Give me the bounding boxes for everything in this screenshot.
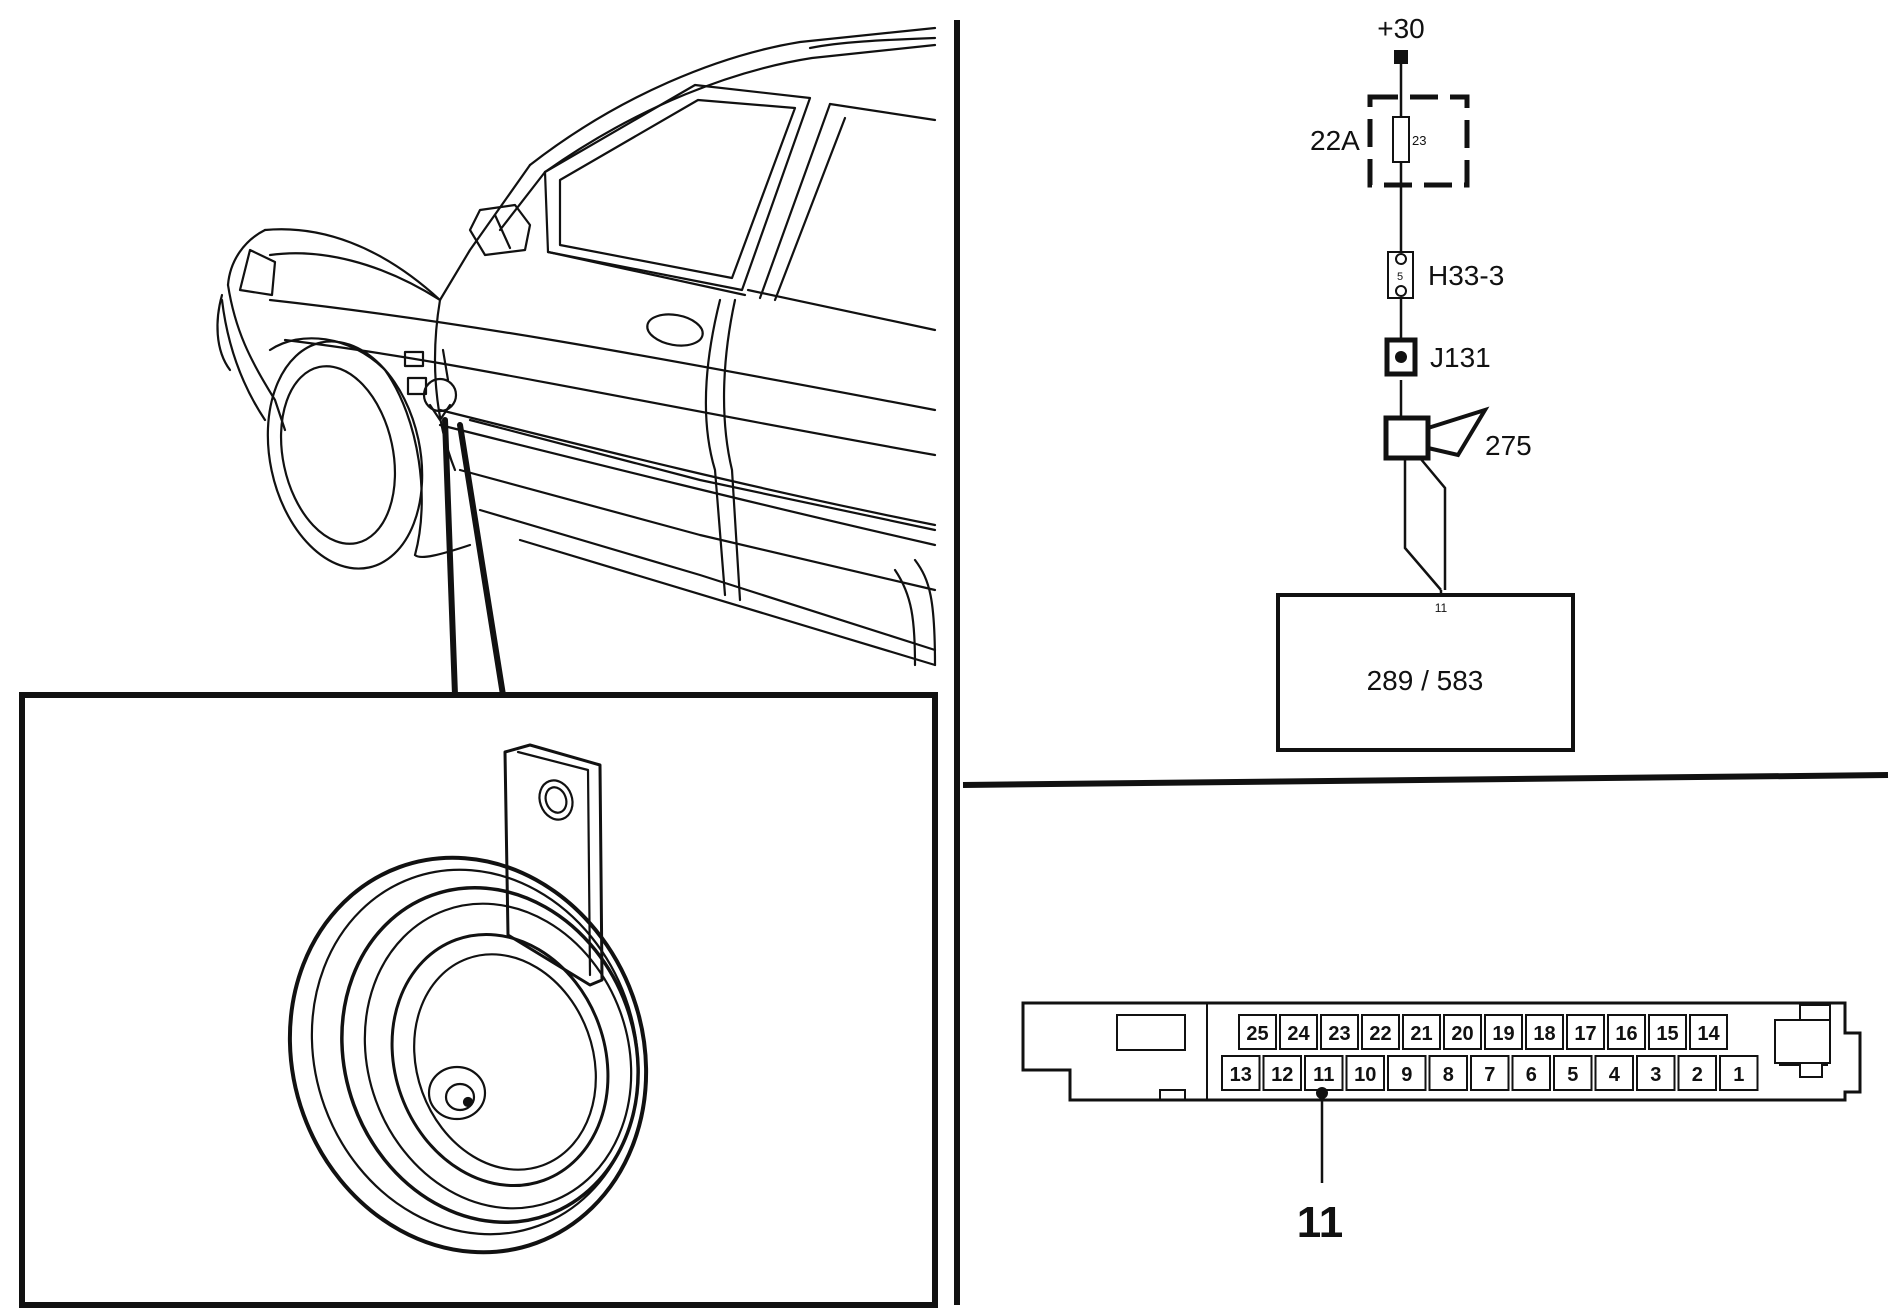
horn-label: 275 — [1485, 430, 1532, 461]
connector-label: H33-3 — [1428, 260, 1504, 291]
module-pin-label: 11 — [1435, 601, 1448, 615]
pin-cell-12: 12 — [1262, 1055, 1302, 1091]
pin-cell-5: 5 — [1553, 1055, 1593, 1091]
module-label: 289 / 583 — [1367, 665, 1484, 696]
pin-label: 4 — [1609, 1064, 1621, 1086]
pin-label: 15 — [1656, 1023, 1678, 1045]
pin-label: 19 — [1492, 1023, 1514, 1045]
fuse-symbol — [1392, 116, 1410, 163]
pin-label: 16 — [1615, 1023, 1637, 1045]
pin-cell-20: 20 — [1443, 1014, 1482, 1050]
pin-label: 24 — [1287, 1023, 1310, 1045]
supply-label: +30 — [1377, 13, 1425, 44]
fuse-number: 23 — [1412, 133, 1426, 148]
pin-cell-16: 16 — [1607, 1014, 1646, 1050]
pin-cell-21: 21 — [1402, 1014, 1441, 1050]
pin-cell-13: 13 — [1221, 1055, 1261, 1091]
pin-label: 10 — [1354, 1064, 1376, 1086]
wiring-schematic: +30 23 22A 5 H33-3 J131 275 11 289 / 583 — [1276, 13, 1575, 752]
pin-cell-24: 24 — [1279, 1014, 1318, 1050]
pin-label: 7 — [1484, 1064, 1495, 1086]
pin-label: 18 — [1533, 1023, 1555, 1045]
pin-callout-label: 11 — [1297, 1198, 1344, 1247]
pin-cell-15: 15 — [1648, 1014, 1687, 1050]
pin-label: 11 — [1313, 1064, 1334, 1086]
pin-label: 25 — [1246, 1023, 1268, 1045]
horn-detail-frame — [19, 692, 938, 1308]
pin-cell-22: 22 — [1361, 1014, 1400, 1050]
pin-cell-14: 14 — [1689, 1014, 1728, 1050]
pin-cell-11: 11 — [1304, 1055, 1344, 1091]
pin-cell-1: 1 — [1719, 1055, 1759, 1091]
pin-cell-23: 23 — [1320, 1014, 1359, 1050]
pin-cell-9: 9 — [1387, 1055, 1427, 1091]
pin-cell-17: 17 — [1566, 1014, 1605, 1050]
pin-cell-7: 7 — [1470, 1055, 1510, 1091]
panel-dividers — [954, 20, 1889, 1305]
pin-cell-19: 19 — [1484, 1014, 1523, 1050]
pin-cell-2: 2 — [1677, 1055, 1717, 1091]
pin-cell-25: 25 — [1238, 1014, 1277, 1050]
car-illustration — [216, 26, 937, 667]
pin-label: 2 — [1692, 1064, 1703, 1086]
pin-label: 6 — [1526, 1064, 1537, 1086]
fuse-box-label: 22A — [1310, 125, 1360, 156]
pin-cell-3: 3 — [1636, 1055, 1676, 1091]
connector-top-row: 25 24 23 22 21 20 19 18 17 16 15 14 — [1238, 1014, 1728, 1050]
pin-label: 12 — [1271, 1064, 1293, 1086]
connector-bottom-row: 13 12 11 10 9 8 7 6 5 4 3 2 1 — [1221, 1055, 1759, 1091]
pin-label: 22 — [1369, 1023, 1391, 1045]
horn-symbol — [1383, 415, 1431, 461]
pin-label: 13 — [1230, 1064, 1252, 1086]
pin-label: 3 — [1650, 1064, 1661, 1086]
pin-label: 20 — [1451, 1023, 1473, 1045]
pin-label: 5 — [1567, 1064, 1578, 1086]
module-box — [1276, 593, 1575, 752]
pin-label: 1 — [1733, 1064, 1744, 1086]
pin-label: 14 — [1697, 1023, 1720, 1045]
fuse-box — [1367, 94, 1470, 188]
pin-label: 9 — [1401, 1064, 1412, 1086]
horn-illustration — [287, 743, 649, 1255]
connector-pin: 5 — [1397, 271, 1403, 283]
zoom-callout — [442, 417, 506, 698]
pin-label: 17 — [1574, 1023, 1596, 1045]
pin-label: 8 — [1443, 1064, 1454, 1086]
pin-label: 23 — [1328, 1023, 1350, 1045]
pin-label: 21 — [1410, 1023, 1432, 1045]
pin-cell-18: 18 — [1525, 1014, 1564, 1050]
supply-terminal — [1394, 50, 1408, 64]
junction-label: J131 — [1430, 342, 1491, 373]
pin-cell-6: 6 — [1511, 1055, 1551, 1091]
pin-cell-8: 8 — [1428, 1055, 1468, 1091]
pin-cell-10: 10 — [1345, 1055, 1385, 1091]
pin-cell-4: 4 — [1594, 1055, 1634, 1091]
